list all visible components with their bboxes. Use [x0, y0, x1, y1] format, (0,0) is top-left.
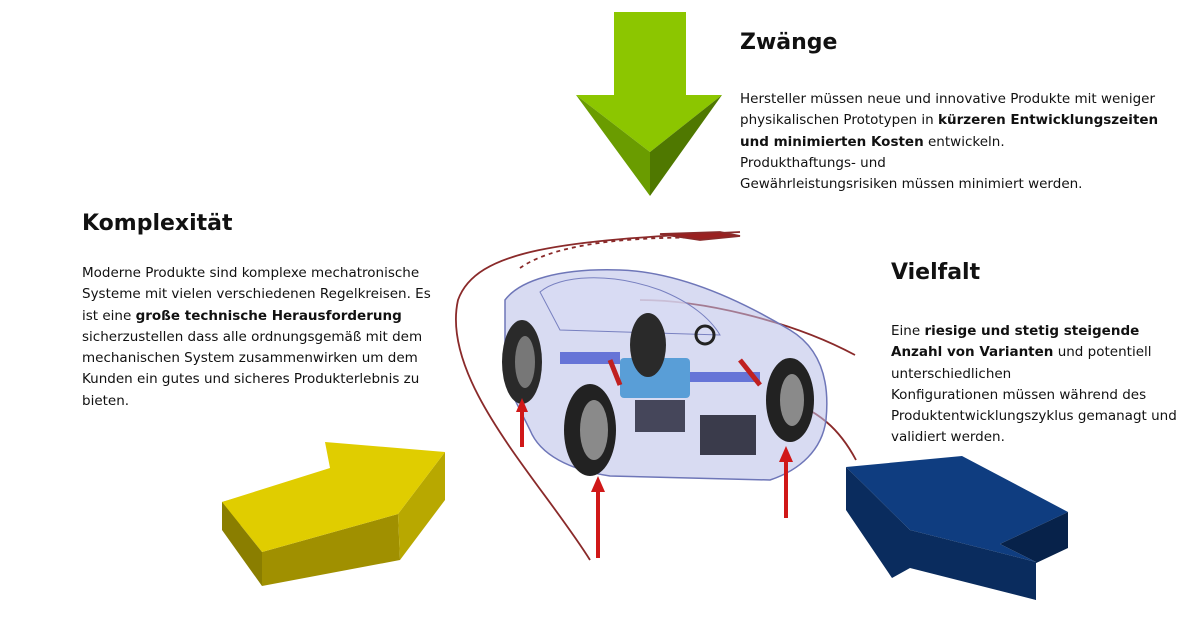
blue-left-arrow-icon [846, 456, 1068, 600]
zwaenge-text-1: Hersteller müssen neue und innovative Pr… [740, 91, 1156, 129]
yellow-right-arrow-icon [222, 442, 445, 586]
car-illustration [502, 269, 828, 481]
zwaenge-text-2: entwickeln. [923, 133, 1005, 150]
green-down-arrow-icon [576, 12, 722, 196]
force-arrows [516, 398, 793, 558]
vielfalt-text-2: und potentiell unterschiedlichen [891, 344, 1152, 382]
zwaenge-text-3: Produkthaftungs- und [740, 154, 886, 171]
komplexitaet-text-2: sicherzustellen dass alle ordnungsgemäß … [82, 328, 423, 409]
vielfalt-text: Eine riesige und stetig steigende Anzahl… [891, 321, 1191, 449]
zwaenge-text-4: Gewährleistungsrisiken müssen minimiert … [740, 176, 1083, 193]
trajectory-lines [455, 231, 857, 561]
vielfalt-text-1: Eine [891, 323, 925, 339]
komplexitaet-text-bold: große technische Herausforderung [135, 307, 402, 324]
komplexitaet-title: Komplexität [82, 211, 233, 236]
vielfalt-text-3: Konfigurationen müssen während des Produ… [891, 386, 1177, 446]
vielfalt-text-bold: riesige und stetig steigende Anzahl von … [891, 323, 1140, 361]
zwaenge-title: Zwänge [740, 30, 838, 55]
vielfalt-title: Vielfalt [891, 260, 981, 285]
komplexitaet-text-1: Moderne Produkte sind komplexe mechatron… [82, 265, 431, 324]
zwaenge-text: Hersteller müssen neue und innovative Pr… [740, 89, 1170, 195]
zwaenge-text-bold: kürzeren Entwicklungszeiten und minimier… [740, 112, 1159, 150]
komplexitaet-text: Moderne Produkte sind komplexe mechatron… [82, 263, 448, 412]
